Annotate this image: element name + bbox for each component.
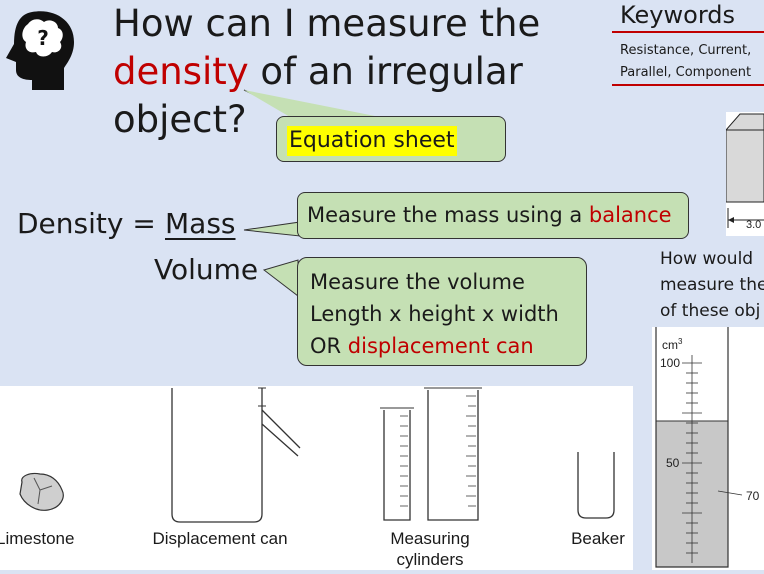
measuring-cylinders-label: Measuring cylinders xyxy=(390,529,470,569)
formula-volume: Volume xyxy=(154,253,259,286)
keywords-top-rule xyxy=(612,31,764,33)
page-title: How can I measure the density of an irre… xyxy=(113,2,541,141)
graduated-cylinder-drawing: cm3 100 50 70 xyxy=(655,327,760,568)
brain-question-icon: ? xyxy=(6,11,74,91)
keywords-bottom-rule xyxy=(612,84,764,86)
keywords-heading: Keywords xyxy=(620,1,736,29)
block-dimension-label: 3.0 xyxy=(746,219,761,231)
reading-label: 70 xyxy=(746,489,760,503)
svg-text:cm3: cm3 xyxy=(662,337,683,352)
tick-label-50: 50 xyxy=(666,456,680,470)
keywords-list: Resistance, Current, Parallel, Component xyxy=(620,43,752,80)
mass-callout: Measure the mass using a balance xyxy=(297,192,689,239)
limestone-label: Limestone xyxy=(0,529,75,548)
displacement-can-drawing xyxy=(171,388,263,523)
svg-text:?: ? xyxy=(37,26,49,50)
limestone-drawing xyxy=(19,472,64,511)
volume-callout: Measure the volume Length x height x wid… xyxy=(297,257,587,366)
formula-mass: Mass xyxy=(165,207,236,240)
displacement-can-label: Displacement can xyxy=(152,529,288,548)
rectangular-block-diagram: 3.0 xyxy=(726,112,764,236)
beaker-drawing xyxy=(577,452,615,519)
equipment-drawings xyxy=(19,387,615,523)
equation-sheet-label: Equation sheet xyxy=(287,126,457,156)
equation-sheet-button[interactable]: Equation sheet xyxy=(276,116,506,162)
measuring-cylinders-drawing xyxy=(380,387,482,521)
equipment-panel: Limestone Displacement can Measuring cyl… xyxy=(0,386,633,570)
formula-density: Density = xyxy=(17,207,156,240)
question-text: How would measure the of these obj xyxy=(660,249,764,321)
tick-label-100: 100 xyxy=(660,356,680,370)
beaker-label: Beaker xyxy=(571,529,625,548)
title-density-highlight: density xyxy=(113,50,249,93)
cylinder-closeup-panel: cm3 100 50 70 xyxy=(652,327,764,570)
